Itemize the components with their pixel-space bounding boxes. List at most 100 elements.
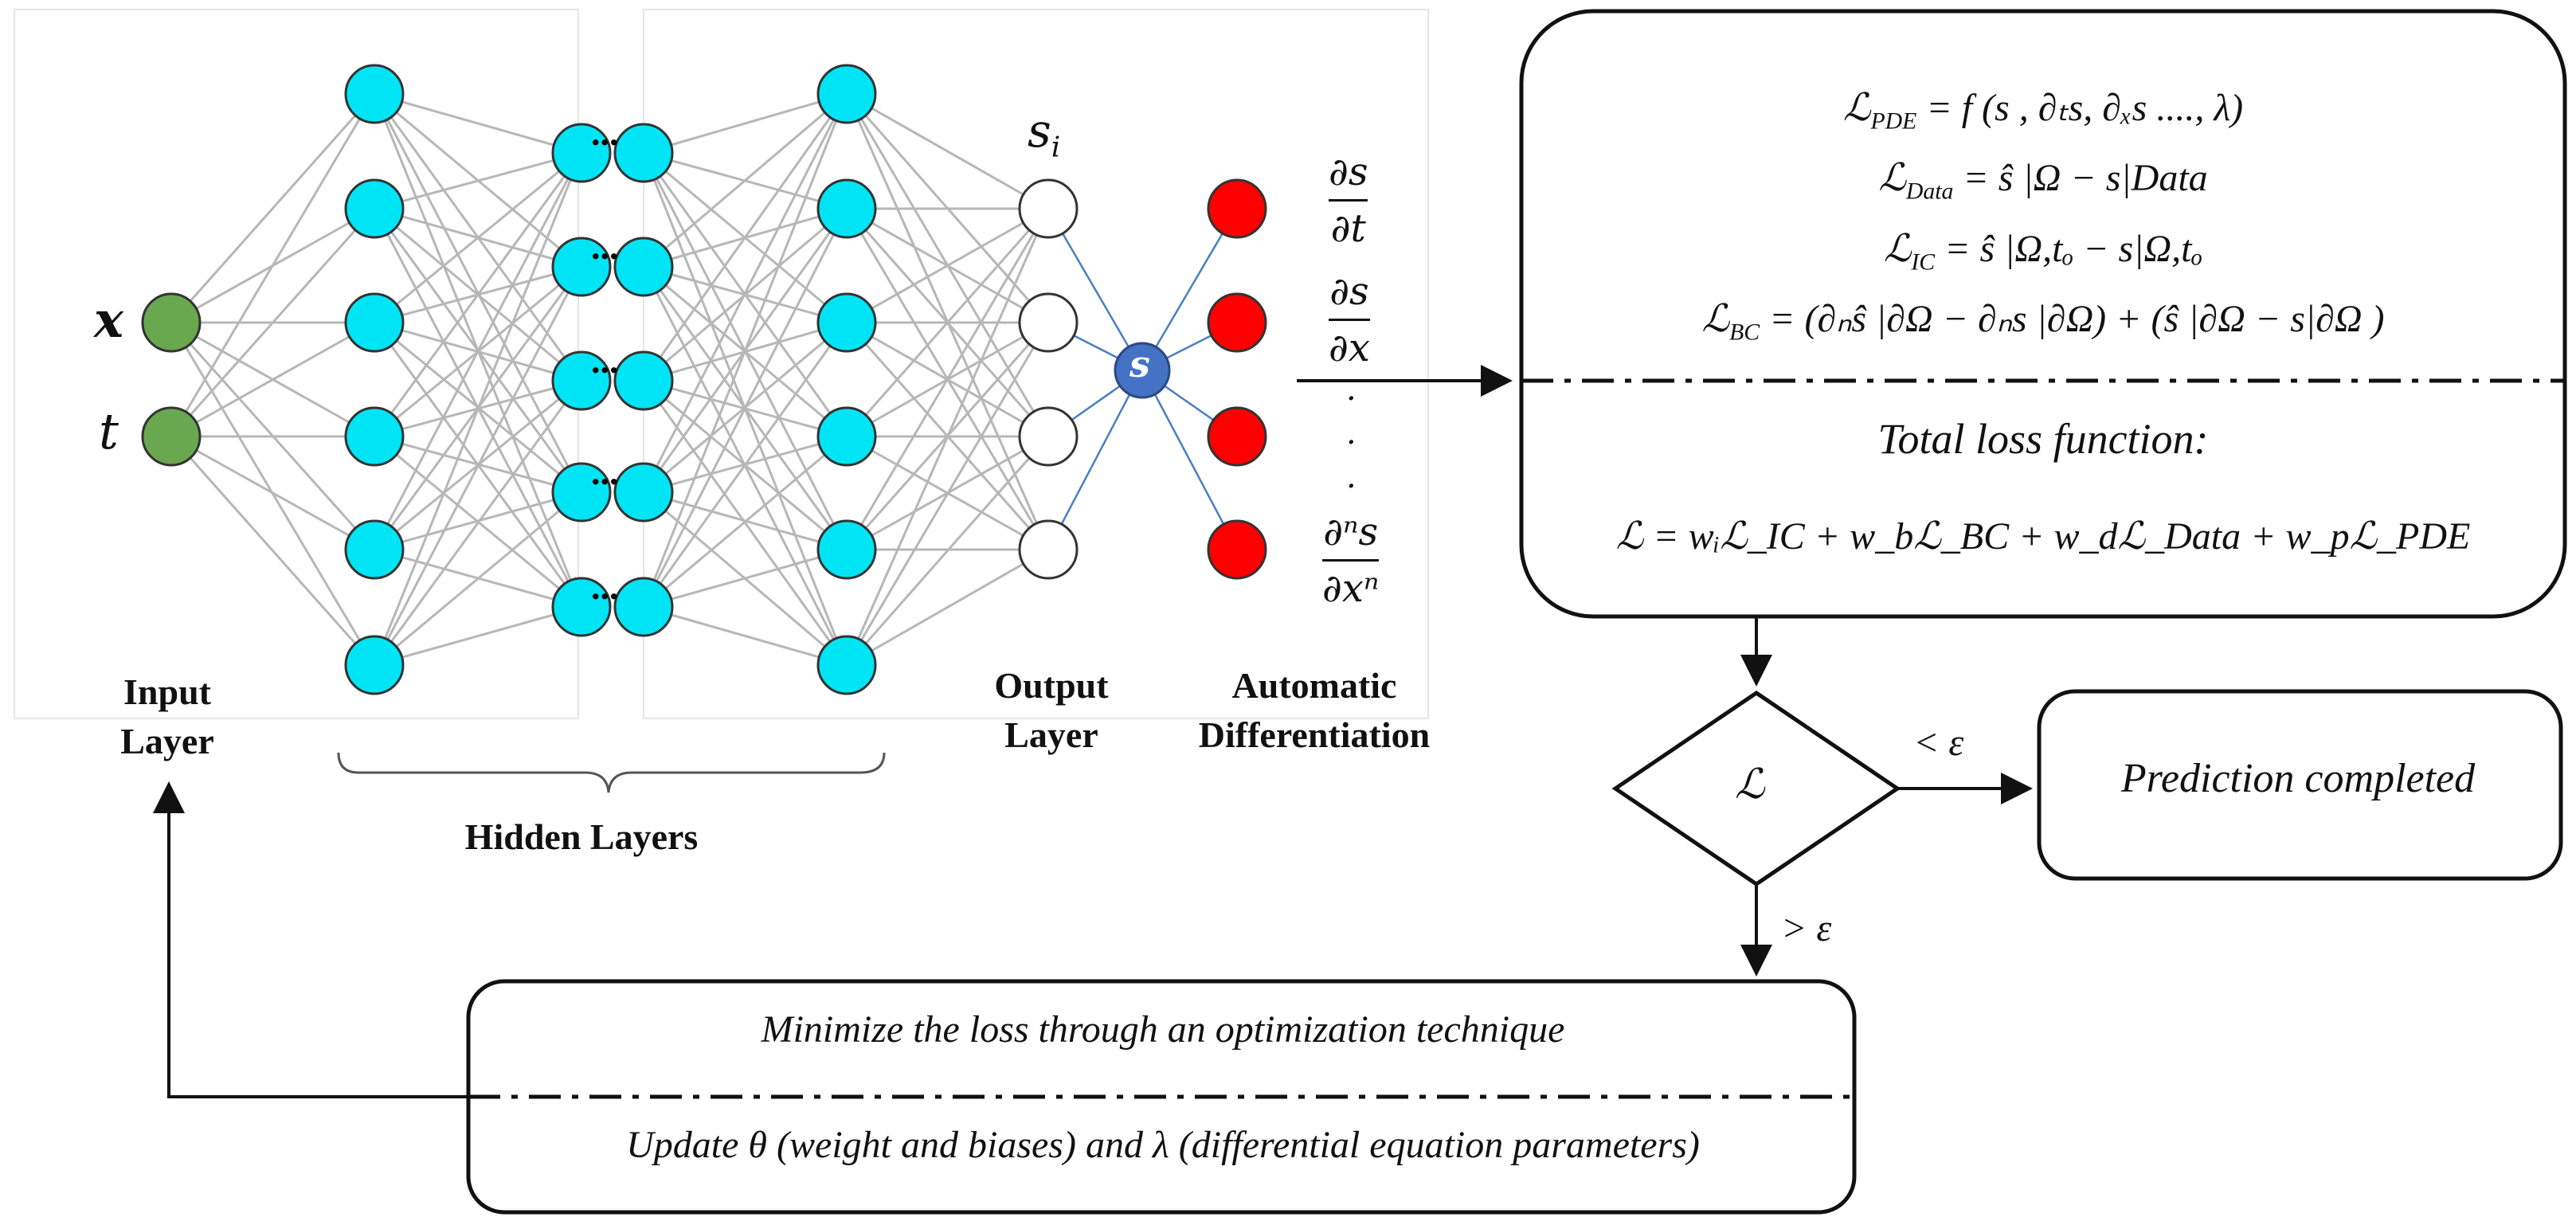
network-edge xyxy=(845,208,1050,550)
network-edge xyxy=(643,92,848,268)
network-edge xyxy=(845,436,1050,666)
less-than-label: < ε xyxy=(1913,722,1964,764)
network-edge xyxy=(642,93,848,382)
input-var-x: x xyxy=(94,291,123,349)
derivative-2-num: ∂s xyxy=(1329,269,1369,314)
network-edge xyxy=(373,152,583,437)
network-edge xyxy=(170,436,376,666)
network-edge xyxy=(643,435,848,609)
network-edge xyxy=(642,93,848,608)
input-layer-label: Input Layer xyxy=(120,671,214,762)
right-panel xyxy=(643,9,1429,719)
center-s-node xyxy=(1114,342,1171,399)
hidden-node xyxy=(344,406,405,467)
ellipsis-2: ... xyxy=(591,226,619,267)
hidden-node xyxy=(344,635,405,695)
total-loss-formula: ℒ = wᵢℒ_IC + w_bℒ_BC + w_dℒ_Data + w_pℒ_… xyxy=(1615,515,2471,558)
network-edge xyxy=(170,93,376,323)
hidden-node xyxy=(816,64,877,124)
network-edge xyxy=(374,151,582,210)
output-node xyxy=(1018,178,1079,239)
derivative-ds-dt: ∂s ∂t xyxy=(1329,150,1368,251)
hidden-node xyxy=(551,577,612,637)
greater-than-label: > ε xyxy=(1781,907,1832,949)
network-edge xyxy=(643,92,848,155)
hidden-node xyxy=(816,519,877,580)
output-node-label: si xyxy=(1028,104,1060,164)
derivative-2-den: ∂x xyxy=(1329,326,1370,370)
autodiff-node xyxy=(1207,519,1267,580)
input-var-t: t xyxy=(99,402,119,460)
network-edge xyxy=(643,605,848,667)
network-edge xyxy=(642,322,848,608)
prediction-box xyxy=(2037,689,2563,881)
autodiff-label: Automatic Differentiation xyxy=(1198,665,1431,756)
network-edge xyxy=(846,207,1049,324)
hidden-node xyxy=(344,519,405,580)
ellipsis-1: ... xyxy=(591,112,619,153)
network-edge xyxy=(373,266,583,666)
decision-symbol: ℒ xyxy=(1735,762,1765,808)
hidden-node xyxy=(816,292,877,353)
derivative-dns-dxn: ∂ⁿs ∂xⁿ xyxy=(1322,510,1380,611)
network-edge xyxy=(846,92,1049,210)
autodiff-node xyxy=(1207,178,1267,239)
loss-ic-line: ℒIC = ŝ |Ω,tₒ − s|Ω,tₒ xyxy=(1883,227,2203,276)
hidden-node xyxy=(816,178,877,239)
network-edge xyxy=(374,92,582,155)
optimize-line-1: Minimize the loss through an optimizatio… xyxy=(761,1008,1565,1051)
center-node-label: s xyxy=(1129,342,1150,386)
hidden-node xyxy=(551,123,612,183)
hidden-node xyxy=(613,123,674,183)
feedback-arrow xyxy=(153,781,468,1098)
derivative-3-num: ∂ⁿs xyxy=(1323,510,1379,554)
network-edge xyxy=(845,208,1050,437)
output-node-var: s xyxy=(1028,104,1051,158)
loss-definitions: ℒPDE = f (s , ∂ₜs, ∂ₓs ...., λ) ℒData = … xyxy=(1529,80,2557,362)
hidden-node xyxy=(613,350,674,411)
hidden-node xyxy=(816,635,877,695)
loss-pde-line: ℒPDE = f (s , ∂ₜs, ∂ₓs ...., λ) xyxy=(1842,87,2244,135)
derivative-1-den: ∂t xyxy=(1330,206,1366,251)
ellipsis-3: ... xyxy=(591,340,619,381)
network-edge xyxy=(642,93,848,493)
input-node xyxy=(141,292,202,353)
vertical-dot-3: · xyxy=(1346,468,1357,505)
network-edge xyxy=(373,152,583,550)
vertical-dot-2: · xyxy=(1346,425,1357,461)
ellipsis-4: ... xyxy=(591,452,619,492)
network-edge xyxy=(373,380,583,666)
network-edge xyxy=(643,548,848,609)
hidden-node xyxy=(613,577,674,637)
output-node xyxy=(1018,292,1079,353)
network-edge xyxy=(373,152,583,666)
network-edge xyxy=(642,208,848,608)
network-edge xyxy=(846,548,1049,667)
hidden-node xyxy=(613,237,674,297)
loss-bc-line: ℒBC = (∂ₙŝ |∂Ω − ∂ₙs |∂Ω) + (ŝ |∂Ω − s|∂… xyxy=(1701,298,2385,346)
hidden-node xyxy=(344,178,405,239)
autodiff-edge xyxy=(1141,208,1239,371)
loss-box xyxy=(1519,9,2567,619)
autodiff-node xyxy=(1207,406,1267,467)
hidden-node xyxy=(613,462,674,522)
network-edge xyxy=(170,435,375,551)
optimize-line-2: Update θ (weight and biases) and λ (diff… xyxy=(626,1124,1700,1166)
hidden-node xyxy=(551,350,612,411)
network-edge xyxy=(845,322,1050,666)
output-node xyxy=(1018,519,1079,580)
left-panel xyxy=(14,9,579,719)
hidden-layers-brace xyxy=(337,752,886,793)
loss-data-line: ℒData = ŝ |Ω − s|Data xyxy=(1878,157,2208,205)
output-edge xyxy=(1047,208,1144,371)
output-layer-label: Output Layer xyxy=(994,665,1109,756)
network-edge xyxy=(845,208,1050,666)
hidden-node xyxy=(344,292,405,353)
hidden-layers-label: Hidden Layers xyxy=(464,816,699,857)
network-edge xyxy=(170,93,376,437)
autodiff-edge xyxy=(1141,370,1239,550)
prediction-completed-text: Prediction completed xyxy=(2120,756,2476,801)
network-edge xyxy=(374,605,582,667)
vertical-dot-1: · xyxy=(1346,381,1357,417)
